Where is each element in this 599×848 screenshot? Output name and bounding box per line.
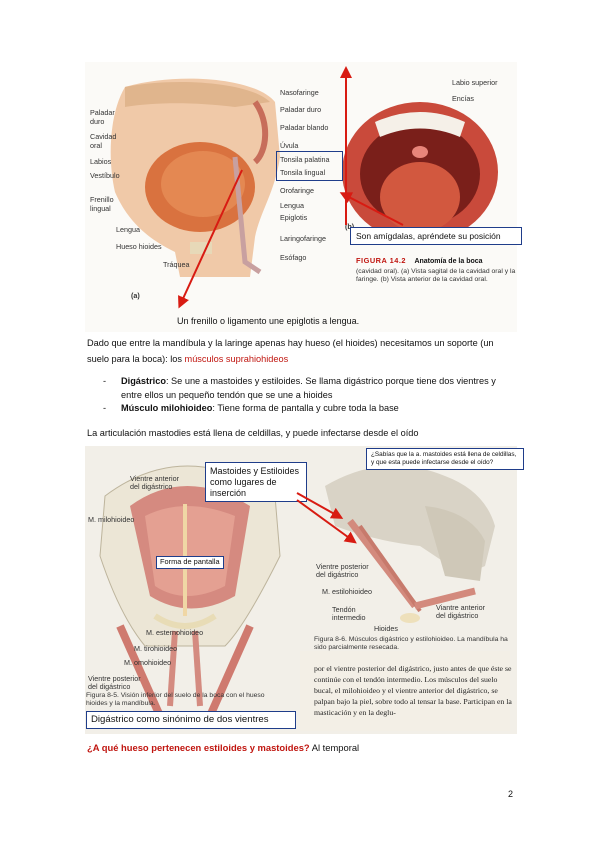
label-lengua-right: Lengua xyxy=(280,201,304,210)
label-m-tirohioideo: M. tirohioideo xyxy=(134,644,178,653)
annotation-amigdalas: Son amígdalas, apréndete su posición xyxy=(350,227,522,246)
label-lingual: lingual xyxy=(90,204,111,213)
annotation-mastoides-estiloides: Mastoides y Estiloides como lugares de i… xyxy=(205,462,307,503)
label-lengua-left: Lengua xyxy=(116,225,140,234)
figure-caption-14-2: FIGURA 14.2 Anatomía de la boca (cavidad… xyxy=(356,250,516,284)
figure-oral-cavity xyxy=(85,62,517,332)
caption-figura-8-5: Figura 8-5. Visión inferior del suelo de… xyxy=(86,692,265,707)
label-r-m-estilohioideo: M. estilohioideo xyxy=(322,587,372,596)
label-r-vientre-posterior-1: Vientre posterior xyxy=(316,562,369,571)
caption-heading: Anatomía de la boca xyxy=(414,258,483,265)
label-r-hioides: Hioides xyxy=(374,624,398,633)
paragraph-suprahioideos-text: Dado que entre la mandíbula y la laringe… xyxy=(87,338,494,364)
caption-figura-8-6: Figura 8-6. Músculos digástrico y estilo… xyxy=(314,636,508,651)
term-digastrico: Digástrico xyxy=(121,376,166,386)
label-nasofaringe: Nasofaringe xyxy=(280,88,319,97)
paragraph-mastoides: La articulación mastodies está llena de … xyxy=(87,428,419,438)
label-vientre-anterior-2: del digástrico xyxy=(130,482,173,491)
label-epiglotis: Epiglotis xyxy=(280,213,308,222)
label-r-vientre-posterior-2: del digástrico xyxy=(316,570,359,579)
caption-figure-number: FIGURA 14.2 xyxy=(356,256,406,265)
term-musculos-suprahioideos: músculos suprahiohideos xyxy=(184,353,289,364)
label-m-milohioideo: M. milohioideo xyxy=(88,515,135,524)
label-vientre-posterior-1: Vientre posterior xyxy=(88,674,141,683)
label-tonsila-palatina: Tonsila palatina xyxy=(280,155,330,164)
label-tonsila-lingual: Tonsila lingual xyxy=(280,168,326,177)
muscle-list: Digástrico: Se une a mastoides y estiloi… xyxy=(103,375,517,416)
term-milohioideo: Músculo milohioideo xyxy=(121,403,213,413)
label-r-tendon-1: Tendón xyxy=(332,605,356,614)
panel-label-b: (b) xyxy=(345,222,354,231)
caption-text: (cavidad oral). (a) Vista sagital de la … xyxy=(356,268,516,283)
label-vestibulo: Vestíbulo xyxy=(90,171,120,180)
label-traquea: Tráquea xyxy=(163,260,190,269)
digastrico-description: : Se une a mastoides y estiloides. Se ll… xyxy=(121,376,496,400)
answer-text: Al temporal xyxy=(309,742,360,753)
tonsils-highlight-box xyxy=(276,151,343,181)
page-number: 2 xyxy=(508,789,514,799)
label-m-esternohioideo: M. esternohioideo xyxy=(146,628,204,637)
box-sabias-que: ¿Sabías que la a. mastoides está llena d… xyxy=(366,448,524,470)
paragraph-suprahioideos: Dado que entre la mandíbula y la laringe… xyxy=(87,336,517,367)
label-paladar-duro: Paladar duro xyxy=(280,105,322,114)
oral-cavity-illustration xyxy=(110,78,498,277)
label-uvula: Úvula xyxy=(280,141,299,150)
label-orofaringe: Orofaringe xyxy=(280,186,314,195)
label-r-vientre-anterior-2: del digástrico xyxy=(436,611,479,620)
label-laringofaringe: Laringofaringe xyxy=(280,234,326,243)
list-item-digastrico: Digástrico: Se une a mastoides y estiloi… xyxy=(103,375,517,402)
annotation-digastrico-dos-vientres: Digástrico como sinónimo de dos vientres xyxy=(86,711,296,729)
list-item-milohioideo: Músculo milohioideo: Tiene forma de pant… xyxy=(103,402,517,416)
label-vientre-anterior-1: Vientre anterior xyxy=(130,474,180,483)
question-text: ¿A qué hueso pertenecen estiloides y mas… xyxy=(87,742,310,753)
annotation-frenillo: Un frenillo o ligamento une epiglotis a … xyxy=(177,316,360,326)
label-paladar-blando: Paladar blando xyxy=(280,123,329,132)
label-m-omohioideo: M. omohioideo xyxy=(124,658,172,667)
label-paladar: Paladar xyxy=(90,108,115,117)
label-hueso-hioides: Hueso hioides xyxy=(116,242,162,251)
label-duro: duro xyxy=(90,117,105,126)
label-vientre-posterior-2: del digástrico xyxy=(88,682,131,691)
label-labios: Labios xyxy=(90,157,112,166)
milohioideo-description: : Tiene forma de pantalla y cubre toda l… xyxy=(212,403,399,413)
annotation-forma-pantalla: Forma de pantalla xyxy=(156,556,224,569)
label-frenillo: Frenillo xyxy=(90,195,114,204)
label-r-tendon-2: intermedio xyxy=(332,613,366,622)
label-esofago: Esófago xyxy=(280,253,307,262)
label-encias: Encías xyxy=(452,94,474,103)
label-oral: oral xyxy=(90,141,102,150)
question-line: ¿A qué hueso pertenecen estiloides y mas… xyxy=(87,742,359,753)
panel-label-a: (a) xyxy=(131,291,140,300)
label-r-vientre-anterior-1: Viantre anterior xyxy=(436,603,486,612)
book-excerpt-text: por el vientre posterior del digástrico,… xyxy=(314,664,512,717)
label-labio-superior: Labio superior xyxy=(452,78,498,87)
label-cavidad: Cavidad xyxy=(90,132,117,141)
